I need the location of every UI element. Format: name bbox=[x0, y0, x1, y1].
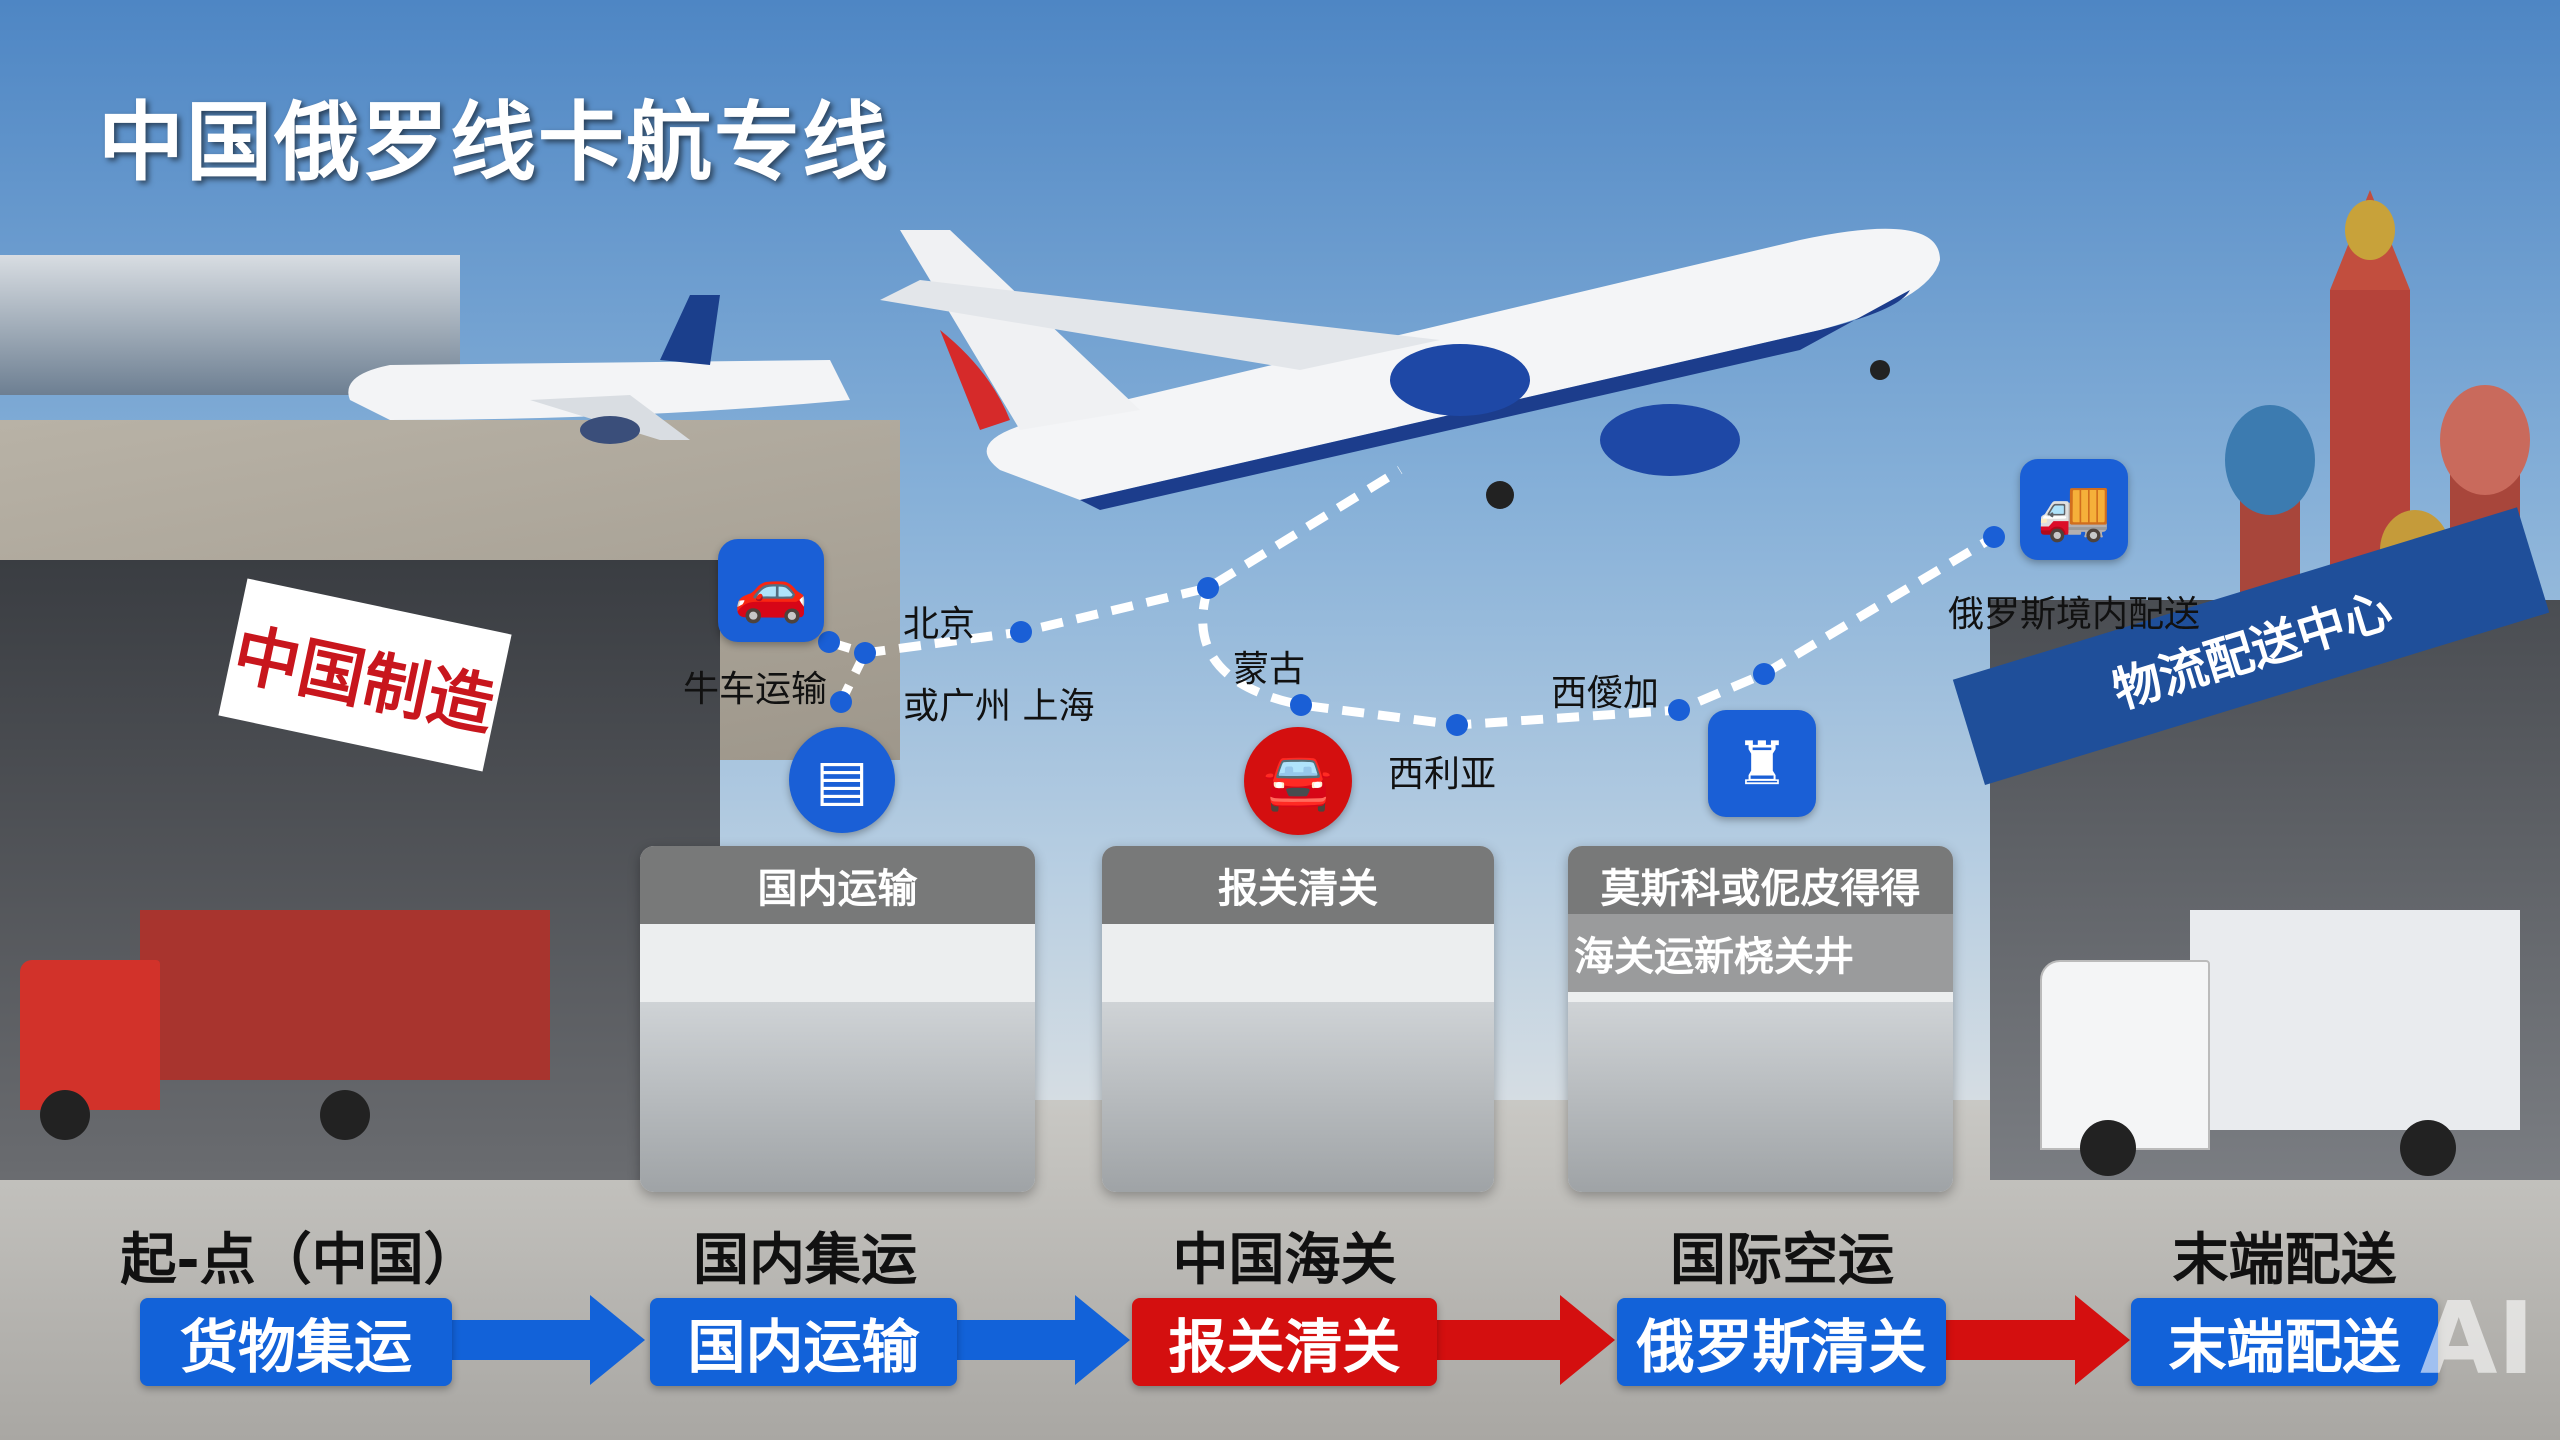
label-truck-transport: 牛车运输 bbox=[683, 669, 828, 710]
parked-airplane bbox=[348, 295, 850, 444]
step-box-russia-customs: 俄罗斯清关 bbox=[1617, 1298, 1946, 1386]
panel-subheader: 海关运新桡关井 bbox=[1568, 914, 1953, 992]
route-dot bbox=[830, 691, 852, 713]
warehouse-scene bbox=[640, 1001, 1035, 1192]
red-container-truck bbox=[20, 910, 550, 1150]
route-dot bbox=[1010, 621, 1032, 643]
label-xiai: 西僾加 bbox=[1551, 673, 1660, 714]
panel-customs-clearance: 报关清关 bbox=[1102, 846, 1494, 1192]
panel-header: 国内运输 bbox=[640, 846, 1035, 924]
panel-moscow-customs: 莫斯科或伲皮得得 海关运新桡关井 bbox=[1568, 846, 1953, 1192]
route-dot bbox=[1753, 663, 1775, 685]
panel-header: 莫斯科或伲皮得得 bbox=[1568, 846, 1953, 914]
route-dot bbox=[1446, 714, 1468, 736]
step-box-consolidation: 货物集运 bbox=[140, 1298, 452, 1386]
arrow-3 bbox=[1435, 1295, 1615, 1385]
panel-header: 报关清关 bbox=[1102, 846, 1494, 924]
office-scene bbox=[1102, 1001, 1494, 1192]
watermark: AI bbox=[2420, 1280, 2535, 1397]
step-label-domestic: 国内集运 bbox=[693, 1228, 917, 1293]
route-dot bbox=[1197, 577, 1219, 599]
flying-airplane bbox=[880, 228, 1940, 510]
step-box-customs: 报关清关 bbox=[1132, 1298, 1437, 1386]
step-label-air: 国际空运 bbox=[1670, 1228, 1894, 1293]
step-label-last-mile: 末端配送 bbox=[2172, 1228, 2397, 1293]
label-russia-delivery: 俄罗斯境内配送 bbox=[1948, 594, 2201, 635]
route-dot bbox=[1290, 694, 1312, 716]
customs-vehicle-icon: 🚘 bbox=[1244, 727, 1352, 835]
flow-arrows bbox=[450, 1295, 2130, 1385]
route-dot bbox=[1668, 699, 1690, 721]
label-guangzhou-shanghai: 或广州 上海 bbox=[903, 686, 1095, 727]
customs-building-icon: ♜ bbox=[1708, 710, 1816, 817]
step-box-last-mile: 末端配送 bbox=[2131, 1298, 2438, 1386]
arrow-4 bbox=[1945, 1295, 2130, 1385]
title: 中国俄罗线卡航专线 bbox=[98, 93, 890, 193]
label-siberia: 西利亚 bbox=[1388, 754, 1497, 795]
step-box-domestic-transport: 国内运输 bbox=[650, 1298, 957, 1386]
panel-domestic-transport: 国内运输 bbox=[640, 846, 1035, 1192]
route-dot bbox=[1983, 526, 2005, 548]
white-delivery-truck bbox=[2040, 910, 2520, 1180]
label-mongolia: 蒙古 bbox=[1233, 649, 1306, 690]
route-dot bbox=[854, 642, 876, 664]
arrow-1 bbox=[450, 1295, 645, 1385]
customs-office-scene bbox=[1568, 1001, 1953, 1192]
step-label-china-customs: 中国海关 bbox=[1172, 1228, 1397, 1293]
label-beijing: 北京 bbox=[903, 604, 976, 645]
car-icon: 🚗 bbox=[718, 539, 824, 642]
step-label-origin: 起-点（中国） bbox=[120, 1228, 480, 1293]
route-dot bbox=[818, 631, 840, 653]
arrow-2 bbox=[955, 1295, 1130, 1385]
truck-icon: 🚚 bbox=[2020, 459, 2128, 560]
cargo-scanner-icon: ▤ bbox=[789, 727, 895, 833]
